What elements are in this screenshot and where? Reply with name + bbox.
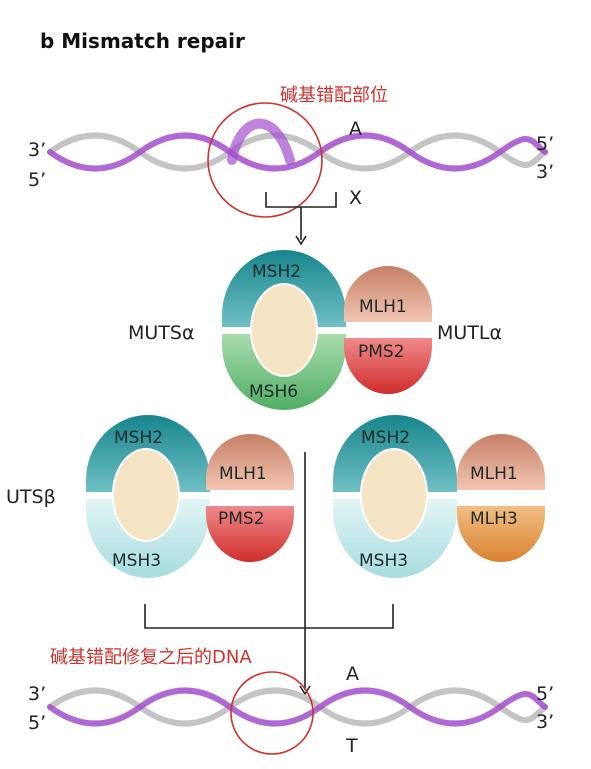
center-msh2-label: MSH2	[252, 262, 301, 282]
utsb-label: UTSβ	[6, 486, 56, 508]
bottom-strand-right-upper: 5’	[536, 683, 554, 705]
top-strand-right-lower: 3’	[536, 161, 554, 183]
bottom-base-a: A	[346, 663, 359, 685]
bottom-bracket	[144, 604, 394, 629]
bottom-strand-left-upper: 3’	[28, 683, 46, 705]
top-bracket	[265, 192, 337, 240]
bottom-base-t: T	[345, 735, 358, 757]
top-strand-right-upper: 5’	[536, 133, 554, 155]
mutsa-label: MUTSα	[128, 322, 195, 344]
right-msh3-label: MSH3	[359, 551, 408, 571]
center-msh6-label: MSH6	[249, 382, 298, 402]
right-msh2-label: MSH2	[361, 428, 410, 448]
top-strand-left-upper: 3’	[28, 139, 46, 161]
repaired-circle	[230, 671, 314, 755]
left-mlh1-label: MLH1	[219, 464, 267, 484]
left-msh2-label: MSH2	[114, 428, 163, 448]
arrow-down-icon	[295, 235, 307, 246]
center-pms2-label: PMS2	[358, 342, 405, 362]
top-dna	[47, 118, 548, 172]
left-msh3-label: MSH3	[112, 551, 161, 571]
mismatch-label: 碱基错配部位	[280, 85, 388, 106]
arrow-down-icon-bottom	[299, 685, 311, 696]
right-mlh1-label: MLH1	[470, 464, 518, 484]
bottom-strand-left-lower: 5’	[28, 712, 46, 734]
mismatch-circle	[207, 102, 323, 218]
right-complex	[333, 415, 545, 578]
mutla-label: MUTLα	[437, 322, 502, 344]
left-pms2-label: PMS2	[218, 509, 265, 529]
center-mlh1-label: MLH1	[359, 297, 407, 317]
panel-title: b Mismatch repair	[40, 29, 245, 53]
bottom-strand-right-lower: 3’	[536, 711, 554, 733]
top-base-a: A	[349, 118, 362, 140]
top-strand-left-lower: 5’	[28, 169, 46, 191]
top-base-x: X	[349, 187, 362, 209]
bottom-dna	[47, 687, 548, 727]
right-mlh3-label: MLH3	[470, 509, 518, 529]
repaired-label: 碱基错配修复之后的DNA	[50, 647, 252, 668]
center-complex	[222, 250, 432, 410]
left-complex	[86, 415, 294, 578]
